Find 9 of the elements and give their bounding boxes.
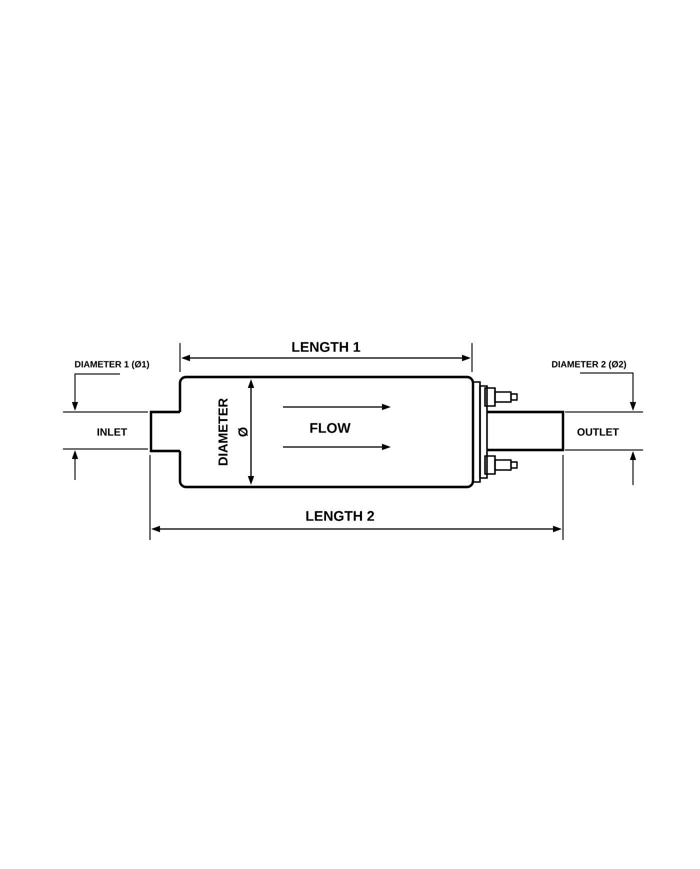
dimension-label: Ø: [238, 427, 248, 437]
dimension-label: DIAMETER: [218, 398, 228, 466]
dimension-label: LENGTH 1: [292, 342, 360, 352]
dimension-label: LENGTH 2: [306, 511, 374, 521]
dimension-label: INLET: [98, 428, 128, 436]
dimension-label: FLOW: [310, 423, 351, 433]
dimension-label: DIAMETER 1 (Ø1): [75, 360, 150, 370]
dimension-label: DIAMETER 2 (Ø2): [552, 360, 626, 370]
dimension-label: OUTLET: [577, 428, 619, 436]
